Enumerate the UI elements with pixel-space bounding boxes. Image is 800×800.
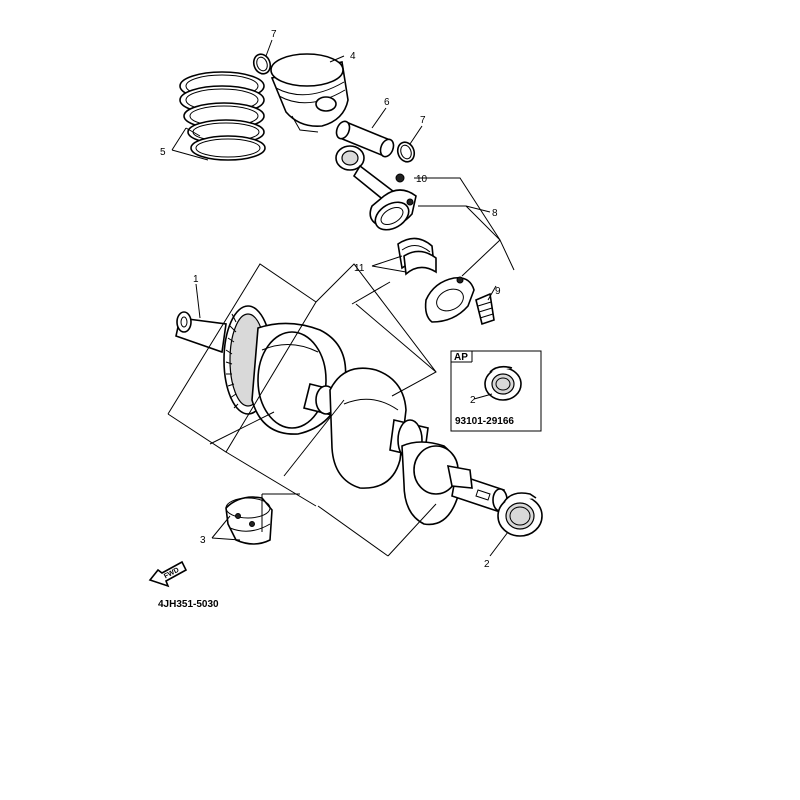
inset-title: AP xyxy=(454,352,468,363)
callout-10: 10 xyxy=(416,174,428,185)
oil-seal[interactable] xyxy=(497,492,543,537)
assembly-guide-lines xyxy=(167,263,437,557)
callout-6: 6 xyxy=(384,97,390,108)
connecting-rod[interactable] xyxy=(335,145,417,235)
diagram-code: 4JH351-5030 xyxy=(158,599,219,610)
circlip-right[interactable] xyxy=(395,140,417,164)
fwd-arrow-icon xyxy=(148,560,188,588)
callout-2-crank: 2 xyxy=(484,559,490,570)
callout-7-right: 7 xyxy=(420,115,426,126)
callout-2-inset: 2 xyxy=(470,395,476,406)
callout-9: 9 xyxy=(495,286,501,297)
callout-7-top: 7 xyxy=(271,29,277,40)
callout-1: 1 xyxy=(193,274,199,285)
crankshaft[interactable] xyxy=(175,305,508,526)
inset-oil-seal[interactable] xyxy=(484,365,522,401)
piston-pin[interactable] xyxy=(334,119,396,158)
piston-rings[interactable] xyxy=(179,71,266,161)
callout-4: 4 xyxy=(350,51,356,62)
callout-3: 3 xyxy=(200,535,206,546)
callout-8: 8 xyxy=(492,208,498,219)
callout-11: 11 xyxy=(354,263,365,274)
big-end-bearings[interactable] xyxy=(397,237,437,276)
leader-lines xyxy=(171,39,515,557)
circlip-top[interactable] xyxy=(251,52,273,76)
inset-box xyxy=(450,350,542,432)
rod-nut[interactable] xyxy=(475,292,495,326)
piston[interactable] xyxy=(270,53,349,133)
callout-5: 5 xyxy=(160,147,166,158)
connecting-rod-cap[interactable] xyxy=(424,276,475,323)
main-bearing[interactable] xyxy=(225,496,273,545)
inset-part-number: 93101-29166 xyxy=(455,416,514,427)
